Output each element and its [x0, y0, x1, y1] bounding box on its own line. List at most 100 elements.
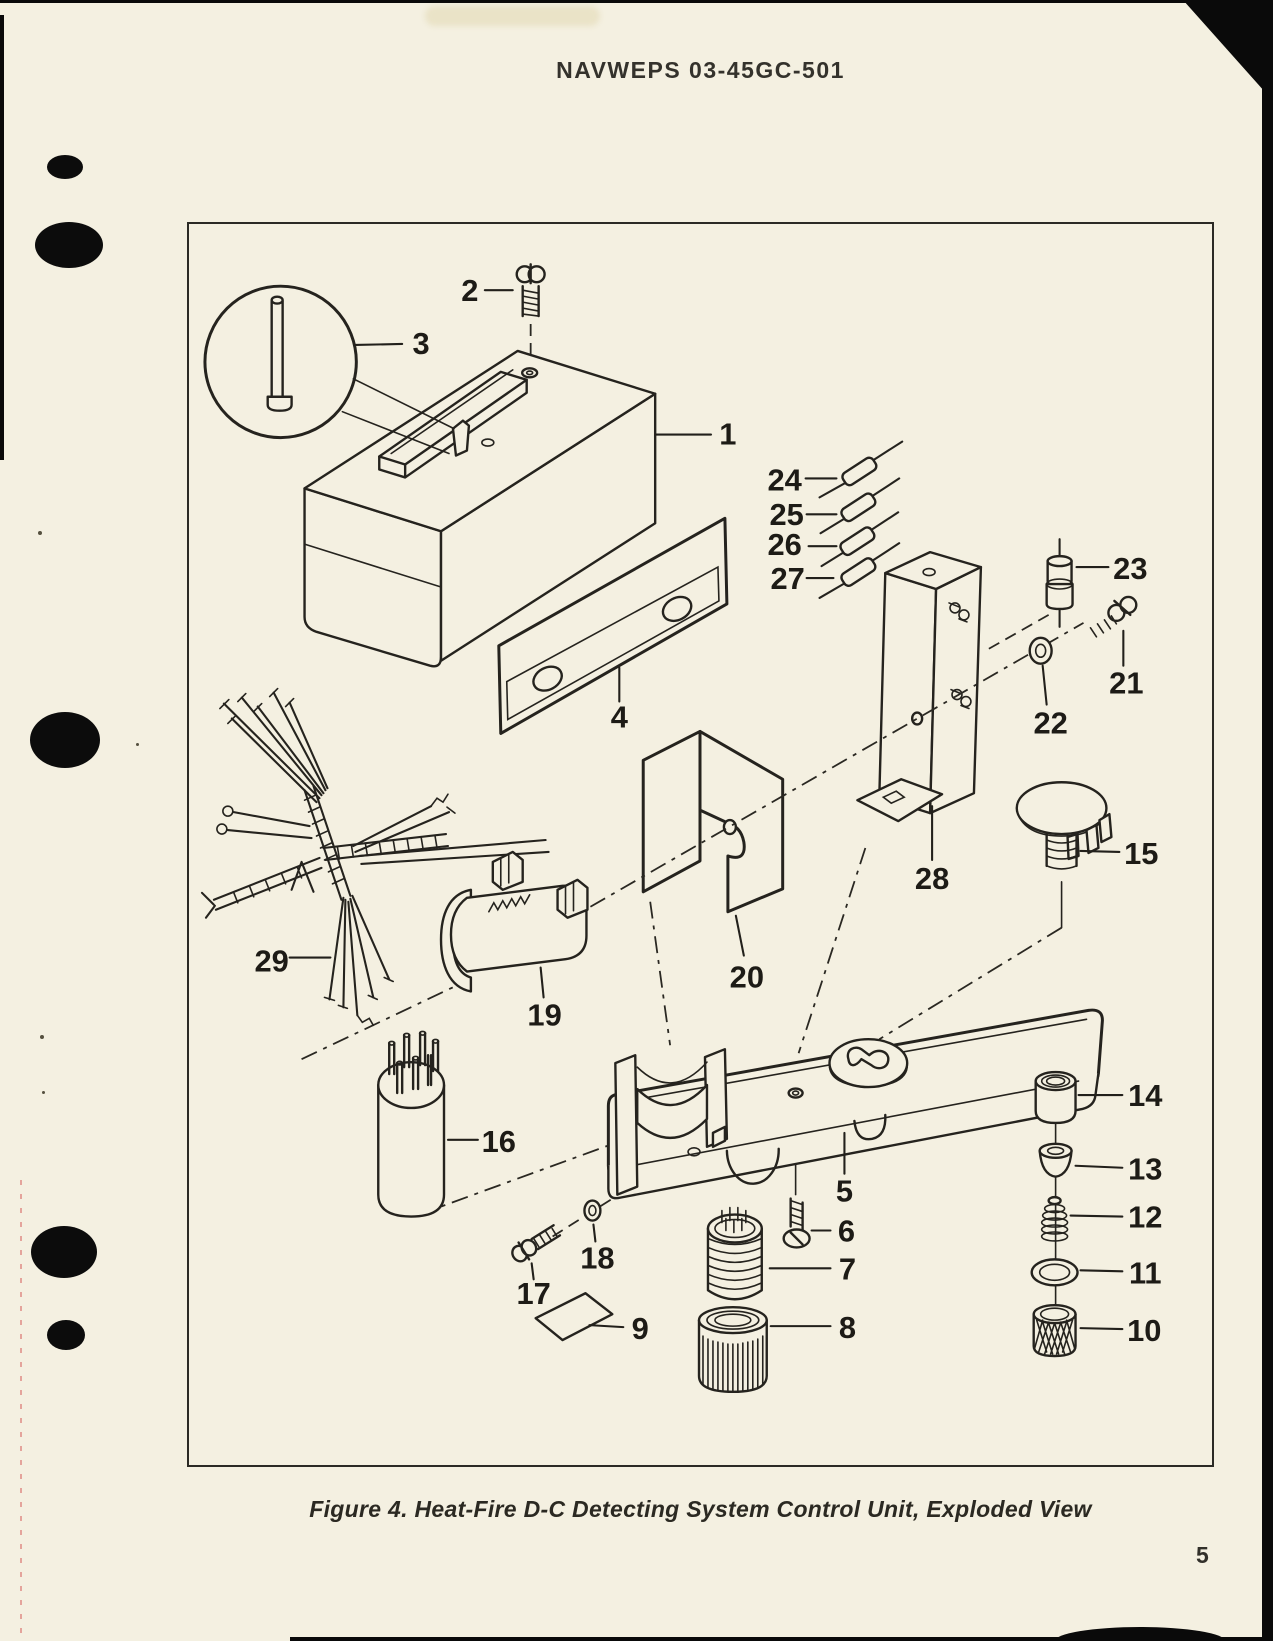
callout-number-15: 15 — [1124, 836, 1158, 871]
screw-hole — [521, 367, 539, 379]
callout-number-9: 9 — [632, 1311, 649, 1346]
callout-number-14: 14 — [1128, 1078, 1162, 1113]
can-pins — [387, 1030, 440, 1095]
detail-circle-part3 — [203, 284, 455, 455]
knurled-nut-part10 — [1032, 1304, 1077, 1358]
paper-speck — [42, 1091, 45, 1094]
callout-leader-3 — [354, 342, 404, 346]
binder-hole-mark — [31, 1226, 97, 1278]
cover-box-part1 — [303, 349, 657, 668]
base-tray-part5 — [606, 1008, 1104, 1200]
insulator-part13 — [1038, 1142, 1073, 1178]
washer-part18 — [583, 1199, 602, 1222]
callout-number-29: 29 — [255, 944, 289, 979]
callout-number-24: 24 — [768, 462, 802, 497]
scan-edge-bottom-blob — [1055, 1627, 1225, 1641]
scan-edge-bottom — [290, 1637, 1273, 1641]
cover-plate-part4 — [497, 516, 729, 735]
capacitor-part23 — [1045, 538, 1074, 628]
paper-speck — [40, 1035, 44, 1039]
relay-spring — [488, 894, 531, 913]
figure-caption: Figure 4. Heat-Fire D-C Detecting System… — [309, 1496, 1092, 1522]
callout-number-4: 4 — [611, 699, 628, 734]
binder-hole-mark — [47, 1320, 85, 1350]
knob-part15 — [1015, 781, 1113, 870]
connector-cap-part8 — [697, 1305, 768, 1394]
bracket-foot — [856, 778, 944, 823]
page-number: 5 — [1196, 1542, 1209, 1568]
binder-hole-mark — [35, 222, 103, 268]
spring-part12 — [1040, 1195, 1069, 1242]
ink-bleed-mark — [425, 6, 600, 26]
callout-leader-10 — [1079, 1327, 1124, 1331]
relay-can-part16 — [377, 1030, 446, 1218]
callout-number-7: 7 — [839, 1251, 856, 1286]
callout-number-20: 20 — [730, 959, 764, 994]
red-margin-dots — [20, 1180, 22, 1635]
callout-number-8: 8 — [839, 1310, 856, 1345]
callout-number-10: 10 — [1127, 1313, 1161, 1348]
tube-clamp — [614, 1048, 729, 1196]
callout-leader-15 — [1079, 849, 1121, 854]
callout-number-3: 3 — [413, 326, 430, 361]
callout-number-27: 27 — [770, 561, 804, 596]
nut-part14 — [1034, 1070, 1077, 1125]
scan-edge-left — [0, 15, 4, 460]
callout-leader-9 — [588, 1324, 625, 1329]
callout-number-23: 23 — [1113, 551, 1147, 586]
callout-number-16: 16 — [482, 1124, 516, 1159]
washer-part11 — [1030, 1258, 1079, 1287]
screw-part6 — [782, 1197, 811, 1249]
callout-leader-22 — [1041, 664, 1048, 706]
paper-speck — [38, 531, 42, 535]
callout-number-28: 28 — [915, 861, 949, 896]
exploded-view-drawing: 1234567891011121314151617181920212223242… — [200, 263, 1163, 1394]
callout-leader-19 — [539, 966, 545, 999]
rail-tab — [451, 419, 471, 457]
screw-part21 — [1089, 595, 1138, 638]
scan-edge-right — [1262, 0, 1273, 1641]
pin-foot — [266, 395, 293, 412]
callout-number-26: 26 — [768, 527, 802, 562]
callout-number-17: 17 — [516, 1276, 550, 1311]
callout-number-12: 12 — [1128, 1200, 1162, 1235]
callout-number-21: 21 — [1109, 666, 1143, 701]
paper-speck — [136, 743, 139, 746]
connector-receptacle — [725, 1147, 780, 1185]
callout-number-2: 2 — [461, 273, 478, 308]
callout-number-18: 18 — [580, 1240, 614, 1275]
relay-part19 — [439, 850, 589, 993]
callout-number-19: 19 — [527, 997, 561, 1032]
callout-leader-17 — [530, 1262, 535, 1281]
shield-part20 — [641, 729, 785, 914]
callout-number-5: 5 — [836, 1174, 853, 1209]
callout-number-22: 22 — [1033, 705, 1067, 740]
pin-top — [270, 295, 284, 305]
binder-hole-mark — [30, 712, 100, 768]
callout-number-11: 11 — [1129, 1255, 1162, 1290]
callout-leader-20 — [734, 914, 745, 957]
boss-bulge — [853, 1113, 887, 1141]
resistors-parts24-27 — [818, 440, 904, 600]
callout-number-25: 25 — [769, 497, 803, 532]
callout-leader-11 — [1079, 1269, 1124, 1273]
screw-part2 — [515, 263, 546, 318]
keyhole-slot — [846, 1046, 890, 1070]
connector-plug-part7 — [706, 1206, 763, 1301]
callout-number-6: 6 — [838, 1213, 855, 1248]
callout-leader-13 — [1074, 1164, 1124, 1169]
document-number-header: NAVWEPS 03-45GC-501 — [556, 57, 845, 83]
washer-part22 — [1028, 636, 1053, 665]
page-corner-fold — [1183, 0, 1273, 101]
nameplate-part9 — [534, 1292, 614, 1342]
screw-part17 — [511, 1224, 562, 1263]
callout-leader-12 — [1069, 1214, 1124, 1218]
callout-number-1: 1 — [719, 417, 736, 452]
long-assembly-axis — [589, 622, 1084, 908]
callout-leader-18 — [592, 1223, 597, 1243]
bracket-part28 — [856, 550, 983, 823]
scan-edge-top — [0, 0, 1205, 3]
